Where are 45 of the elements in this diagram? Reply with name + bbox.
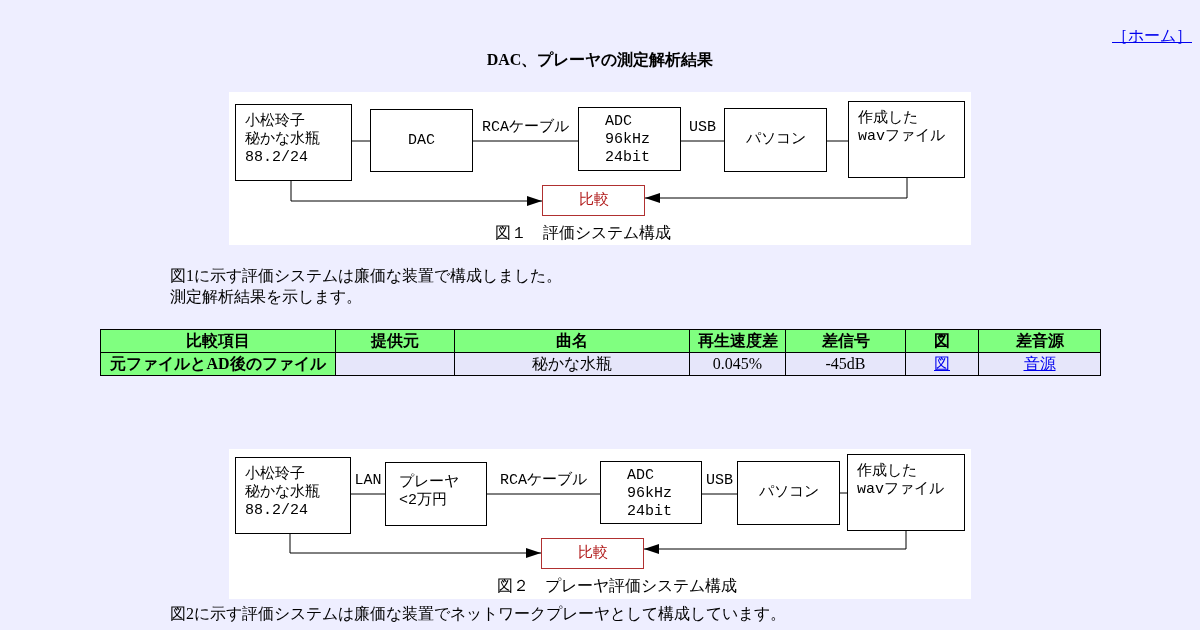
body-text: 図2に示す評価システムは廉価な装置でネットワークプレーヤとして構成しています。	[170, 604, 786, 624]
arrow	[643, 530, 907, 554]
connector-line	[701, 493, 738, 495]
figure-panel	[229, 92, 971, 245]
home-link: ［ホーム］	[1112, 26, 1192, 46]
figure-panel	[229, 449, 971, 599]
table-cell: -45dB	[785, 352, 906, 376]
figure-caption: 図１ 評価システム構成	[495, 225, 671, 243]
connector-line	[826, 140, 849, 142]
connector-line	[839, 492, 848, 494]
arrow	[289, 533, 542, 558]
row-header-cell: 元ファイルとAD後のファイル	[100, 352, 336, 376]
process-box: 小松玲子秘かな水瓶 88.2/24	[235, 457, 351, 534]
process-box: ADC 96kHz 24bit	[600, 461, 702, 524]
process-box: 作成した wavファイル	[847, 454, 965, 531]
table-header-cell: 図	[905, 329, 979, 353]
page-title: DAC、プレーヤの測定解析結果	[486, 50, 714, 70]
table-cell: 秘かな水瓶	[454, 352, 690, 376]
process-box: 比較	[542, 185, 645, 216]
figure-caption: 図２ プレーヤ評価システム構成	[497, 578, 737, 596]
table-header-cell: 曲名	[454, 329, 690, 353]
process-box: 比較	[541, 538, 644, 569]
arrow	[644, 177, 908, 203]
connector-line	[351, 140, 371, 142]
process-box: 小松玲子秘かな水瓶 88.2/24	[235, 104, 352, 181]
process-box: パソコン	[724, 108, 827, 172]
process-box: DAC	[370, 109, 473, 172]
body-text: 測定解析結果を示します。	[170, 287, 362, 307]
connector-line	[680, 140, 725, 142]
arrow	[290, 180, 543, 206]
connector-line	[350, 493, 386, 495]
table-header-cell: 提供元	[335, 329, 455, 353]
table-header-cell: 再生速度差	[689, 329, 786, 353]
connector-line	[472, 140, 579, 142]
table-header-cell: 差音源	[978, 329, 1101, 353]
process-box: プレーヤ <2万円	[385, 462, 487, 526]
table-header-cell: 差信号	[785, 329, 906, 353]
link: 音源	[1023, 355, 1056, 372]
table-header-cell: 比較項目	[100, 329, 336, 353]
process-box: 作成した wavファイル	[848, 101, 965, 178]
process-box: パソコン	[737, 461, 840, 525]
process-box: ADC 96kHz 24bit	[578, 107, 681, 171]
body-text: 図1に示す評価システムは廉価な装置で構成しました。	[170, 266, 562, 286]
link: 図	[934, 355, 950, 372]
connector-line	[486, 493, 601, 495]
